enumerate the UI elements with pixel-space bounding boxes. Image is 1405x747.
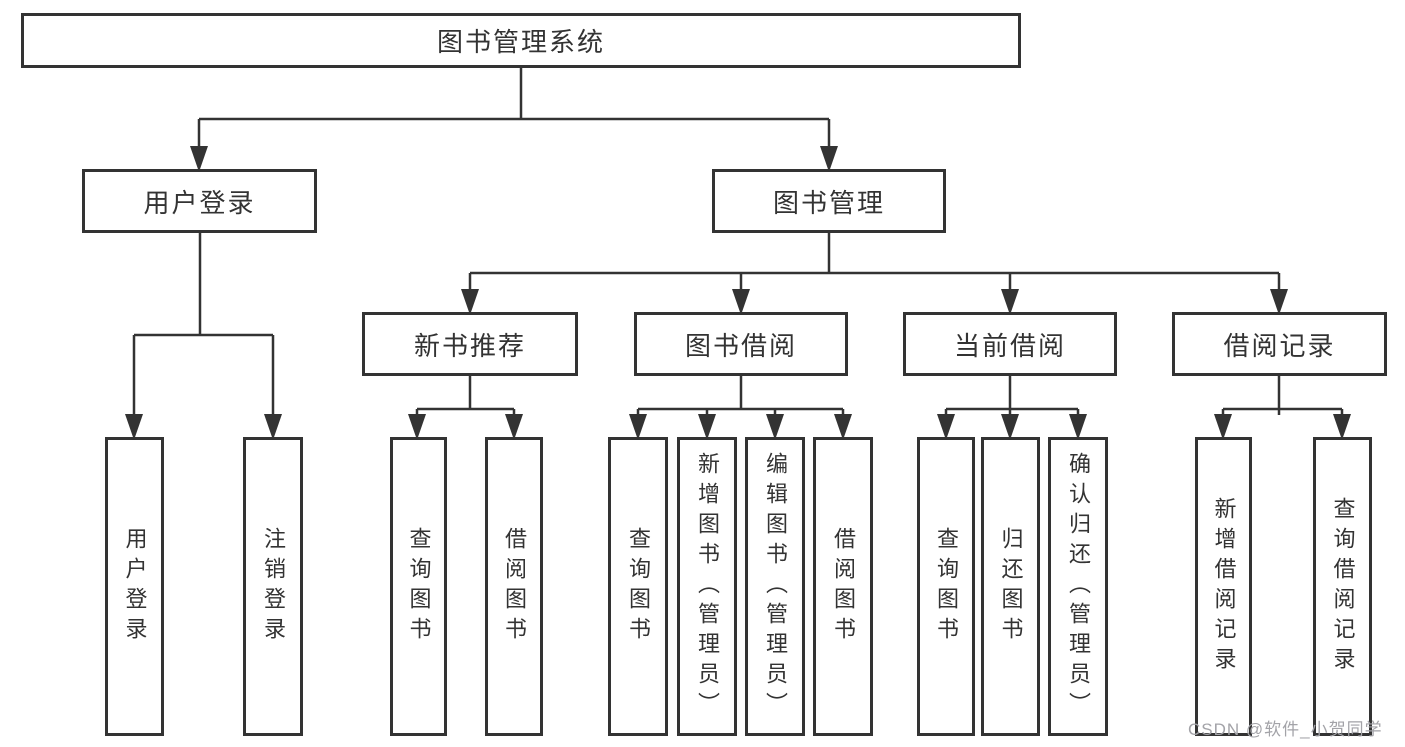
leaf-label: 确认归还（管理员） [1066,451,1091,722]
leaf-borrow-books-recommend: 借阅图书 [485,437,543,736]
node-root-system: 图书管理系统 [21,13,1021,68]
leaf-label: 查询图书 [626,526,651,647]
leaf-query-books-recommend: 查询图书 [390,437,447,736]
leaf-label: 查询借阅记录 [1330,496,1356,677]
node-user-login: 用户登录 [82,169,317,233]
leaf-confirm-return-admin: 确认归还（管理员） [1048,437,1108,736]
leaf-label: 归还图书 [998,526,1024,647]
leaf-label: 借阅图书 [502,526,527,647]
node-book-management: 图书管理 [712,169,946,233]
leaf-label: 新增图书（管理员） [695,451,720,722]
leaf-query-books-current: 查询图书 [917,437,975,736]
leaf-logout-label: 注销登录 [261,526,286,647]
leaf-label: 借阅图书 [831,526,856,647]
leaf-label: 查询图书 [934,526,959,647]
leaf-logout: 注销登录 [243,437,303,736]
node-current-borrowing: 当前借阅 [903,312,1117,376]
leaf-label: 新增借阅记录 [1211,496,1237,677]
node-book-borrowing: 图书借阅 [634,312,848,376]
leaf-add-borrow-record: 新增借阅记录 [1195,437,1252,736]
leaf-label: 查询图书 [406,526,432,647]
node-borrowing-records: 借阅记录 [1172,312,1387,376]
leaf-user-login: 用户登录 [105,437,164,736]
csdn-watermark: CSDN @软件_小贺同学 [1188,720,1383,739]
leaf-query-books-borrowing: 查询图书 [608,437,668,736]
leaf-add-books-admin: 新增图书（管理员） [677,437,737,736]
leaf-label: 编辑图书（管理员） [763,451,788,722]
leaf-return-books: 归还图书 [981,437,1040,736]
leaf-edit-books-admin: 编辑图书（管理员） [745,437,805,736]
node-new-book-recommendation: 新书推荐 [362,312,578,376]
leaf-borrow-books: 借阅图书 [813,437,873,736]
leaf-query-borrow-record: 查询借阅记录 [1313,437,1372,736]
leaf-user-login-label: 用户登录 [122,526,148,647]
